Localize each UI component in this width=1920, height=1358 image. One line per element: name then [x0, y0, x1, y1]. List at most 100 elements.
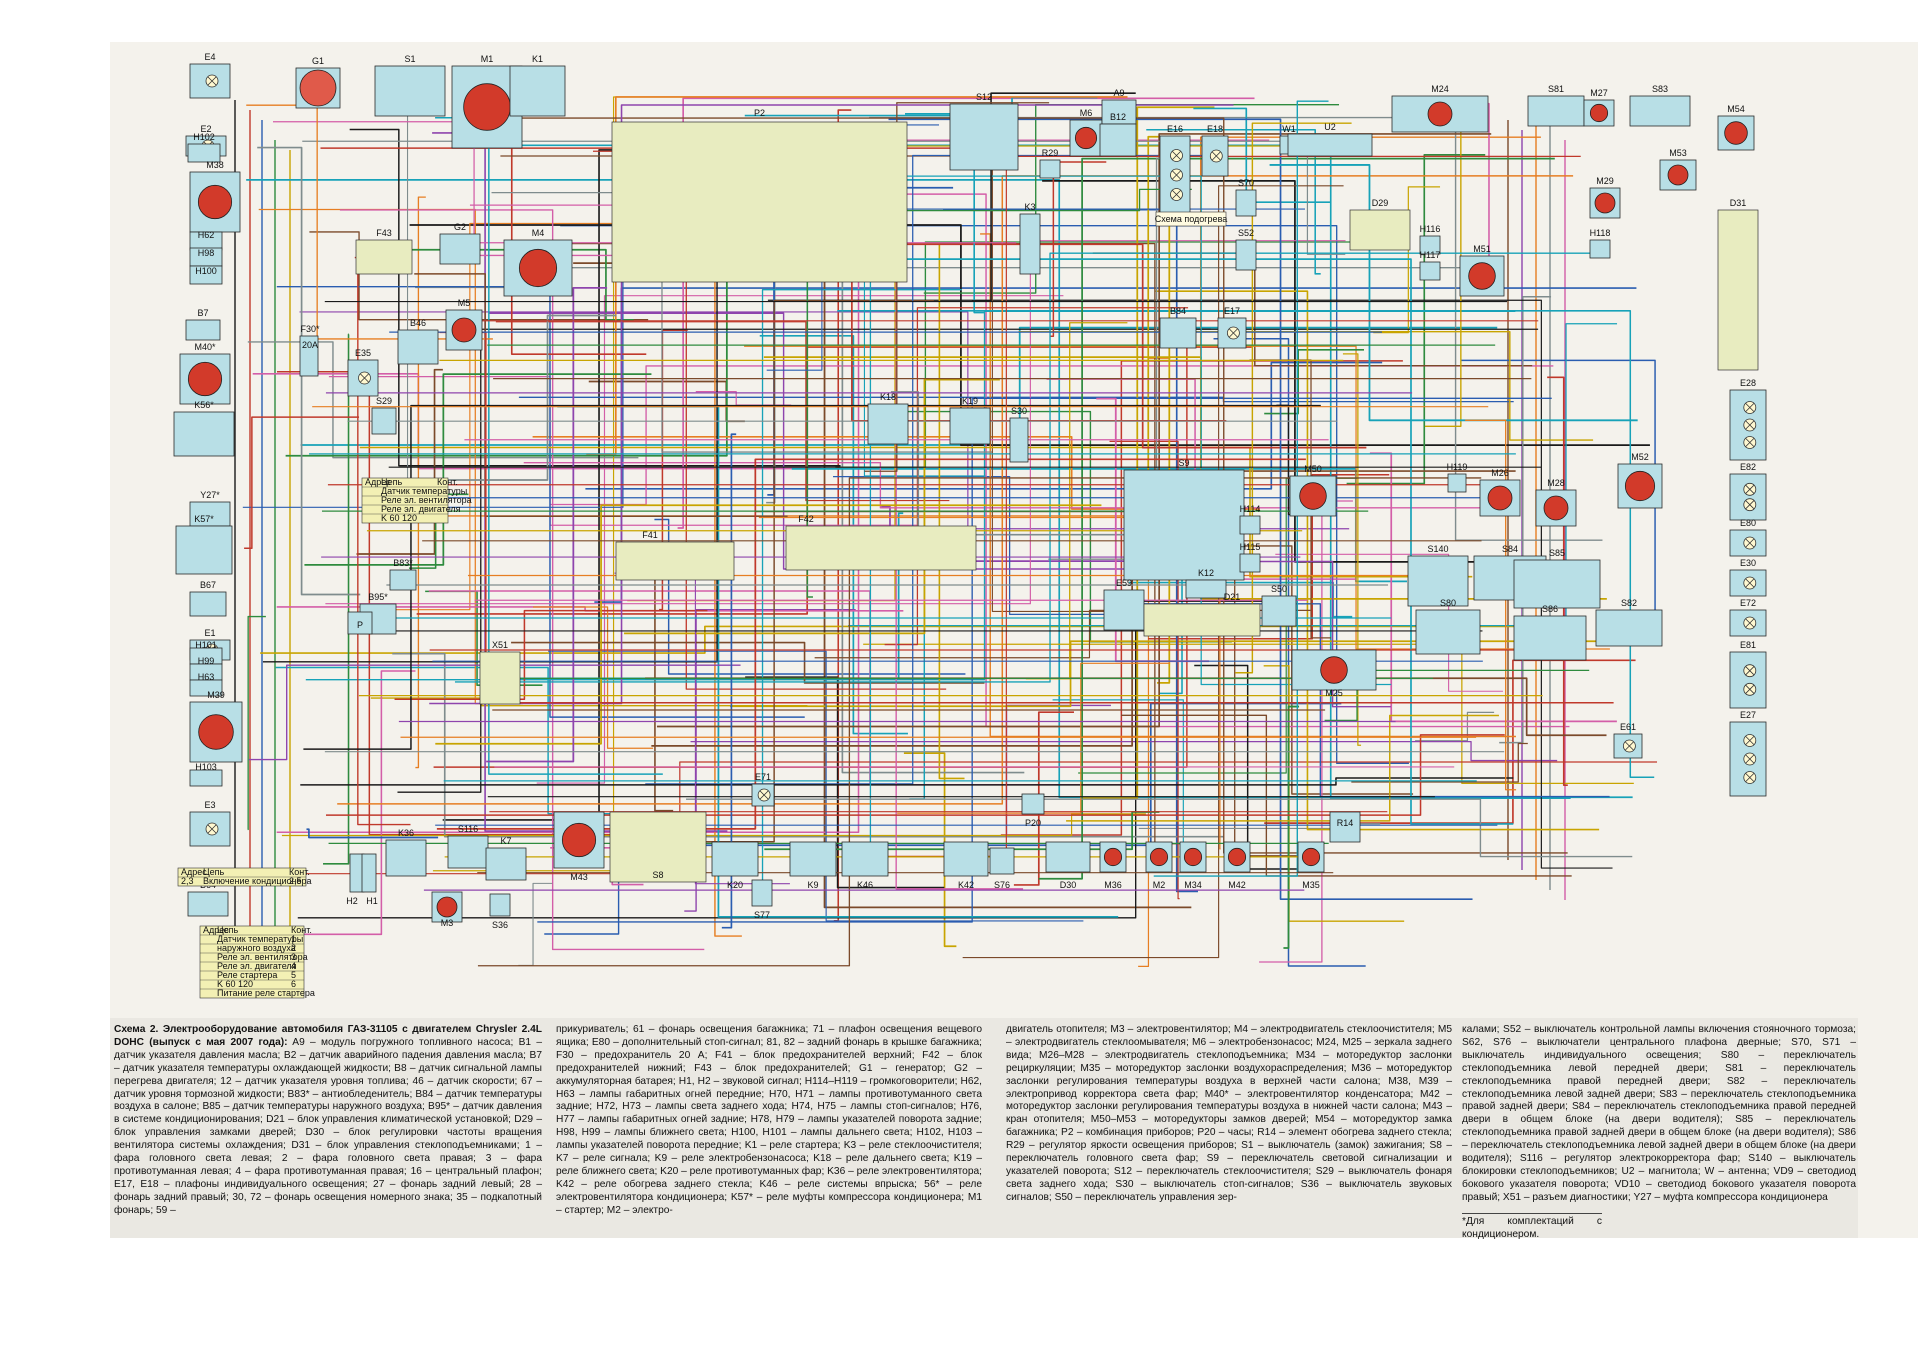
component-body — [479, 651, 521, 705]
lamp-cross-icon — [1745, 773, 1755, 782]
lamp-cross-icon — [1745, 578, 1755, 588]
component-h117: H117 — [1420, 250, 1441, 281]
wire — [1148, 473, 1390, 640]
component-s83: S83 — [1629, 84, 1691, 127]
component-e80: E80 — [1729, 518, 1767, 557]
component-label: K9 — [807, 880, 818, 890]
heater-box — [1155, 211, 1227, 227]
component-b83: B83* — [389, 558, 417, 591]
component-label: E61 — [1620, 722, 1636, 732]
motor-icon — [1487, 485, 1513, 511]
wire — [1155, 290, 1600, 831]
wire — [300, 326, 1498, 446]
component-k19: K19 — [949, 396, 991, 445]
component-p2: P2 — [611, 108, 908, 283]
component-body — [1261, 595, 1297, 627]
component-label: X51 — [492, 640, 508, 650]
motor-icon — [463, 83, 511, 131]
caption-text-1: A9 – модуль погружного топливного насоса… — [114, 1036, 542, 1216]
motor-icon — [1594, 192, 1616, 214]
table-cell: Конт. — [289, 867, 310, 877]
component-m3: M3 — [431, 891, 463, 928]
lamp-cross-icon — [1172, 170, 1181, 180]
motor-icon — [1543, 495, 1569, 521]
wire — [766, 208, 1305, 371]
component-body — [1407, 555, 1469, 607]
wire — [651, 470, 1516, 747]
component-label: H117 — [1420, 250, 1441, 260]
wire — [511, 641, 985, 684]
wire — [745, 676, 945, 889]
component-body — [1143, 603, 1261, 637]
table-cell: 4 — [291, 961, 296, 971]
motor-icon — [518, 248, 558, 288]
legend-caption: Схема 2. Электрооборудование автомобиля … — [110, 1018, 1858, 1240]
component-label: M42 — [1228, 880, 1246, 890]
component-body — [1287, 133, 1373, 157]
wire — [489, 312, 1210, 570]
component-label: M53 — [1669, 148, 1687, 158]
component-body — [1595, 609, 1663, 647]
component-s76: S76 — [989, 847, 1015, 890]
component-body — [374, 65, 446, 117]
component-label: F43 — [376, 228, 392, 238]
lamp-cross-icon — [759, 790, 769, 800]
component-label: H62 — [198, 230, 215, 240]
component-body — [485, 847, 527, 881]
component-body — [943, 841, 989, 877]
wire — [257, 670, 416, 936]
wire — [1038, 157, 1555, 880]
component-label: M34 — [1184, 880, 1202, 890]
component-body — [1513, 615, 1587, 661]
wire — [897, 662, 1171, 814]
component-label: R29 — [1042, 148, 1059, 158]
motor-icon — [187, 361, 223, 397]
component-body — [1103, 589, 1145, 631]
component-label: M51 — [1473, 244, 1491, 254]
wire — [654, 518, 966, 675]
table-cell: 2,3 — [181, 876, 194, 886]
wire — [392, 652, 1224, 838]
component-body — [989, 847, 1015, 875]
table-cell: Конт. — [291, 925, 312, 935]
component-h102: H102 — [187, 132, 221, 163]
component-label: S116 — [458, 824, 478, 834]
component-body — [789, 841, 837, 877]
lamp-cross-icon — [1229, 328, 1238, 338]
component-e3: E3 — [189, 800, 231, 847]
component-s36: S36 — [489, 893, 511, 930]
component-label: E16 — [1167, 124, 1183, 134]
wire — [888, 118, 1473, 901]
component-h114: H114 — [1240, 504, 1260, 535]
component-s80: S80 — [1415, 598, 1481, 655]
component-body — [355, 239, 413, 275]
table-cell: 5 — [291, 970, 296, 980]
component-label: E18 — [1207, 124, 1223, 134]
component-label: Y27* — [200, 490, 220, 500]
component-label: K1 — [532, 54, 543, 64]
wire — [536, 295, 1064, 784]
component-d21: D21 — [1143, 592, 1261, 637]
component-body — [1235, 189, 1257, 217]
component-body — [1729, 473, 1767, 521]
component-label: E4 — [204, 52, 215, 62]
component-label: M24 — [1431, 84, 1449, 94]
component-label: D31 — [1730, 198, 1747, 208]
component-m40: M40* — [179, 342, 231, 405]
component-e30: E30 — [1729, 558, 1767, 597]
component-s52: S52 — [1235, 228, 1257, 271]
table-cell: 2 — [291, 943, 296, 953]
wire — [544, 879, 664, 935]
component-k3: K3 — [1019, 202, 1041, 275]
component-label: S76 — [994, 880, 1010, 890]
component-body — [299, 335, 319, 377]
component-body — [1019, 213, 1041, 275]
component-body — [1045, 841, 1091, 873]
component-e81: E81 — [1729, 640, 1767, 709]
wire — [1351, 742, 1528, 783]
wire — [435, 504, 1102, 745]
component-label: E82 — [1740, 462, 1756, 472]
component-b12: B12 — [1099, 112, 1137, 157]
component-label: H101 — [195, 640, 217, 650]
